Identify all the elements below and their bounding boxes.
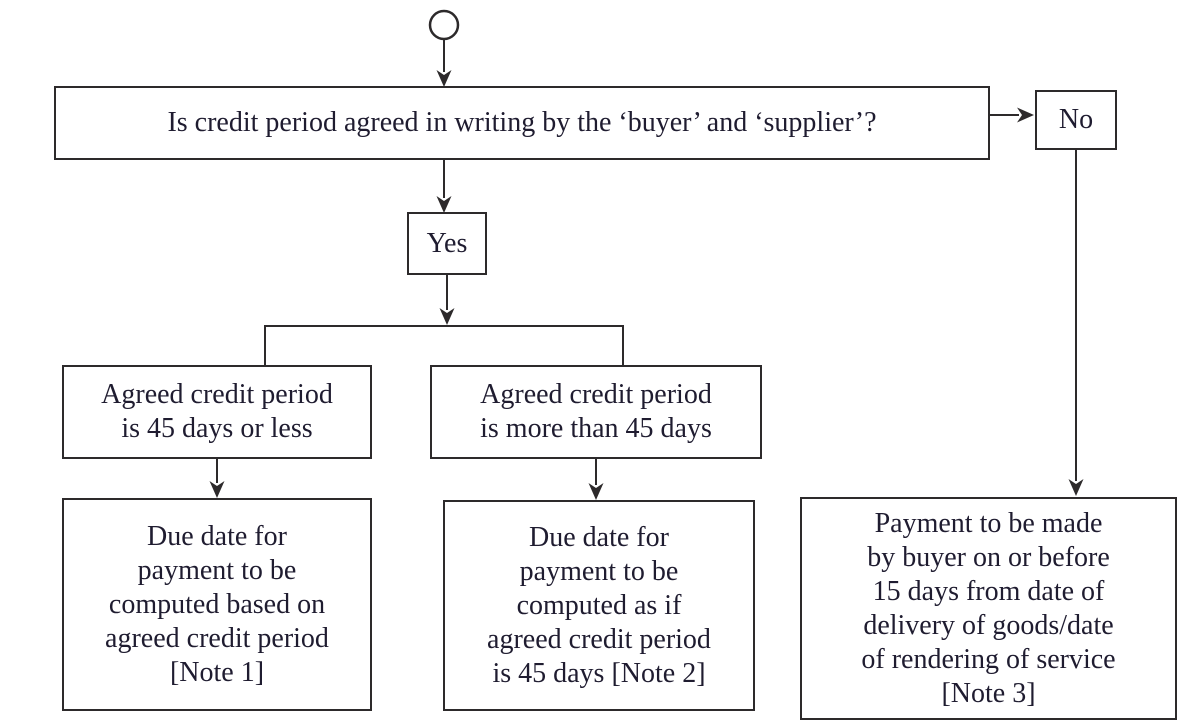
note3-box: Payment to be made by buyer on or before… — [800, 497, 1177, 720]
arrowhead-down-icon — [436, 196, 452, 213]
connector-yes-to-branch — [439, 275, 455, 325]
branch-bar-line — [264, 325, 624, 365]
start-terminator-icon — [428, 9, 460, 41]
yes-box: Yes — [407, 212, 487, 275]
connector-question-to-no — [990, 107, 1034, 123]
arrowhead-down-icon — [209, 481, 225, 498]
connector-no-to-note3 — [1068, 150, 1084, 496]
note2-box: Due date for payment to be computed as i… — [443, 500, 755, 711]
arrowhead-down-icon — [588, 483, 604, 500]
arrowhead-down-icon — [436, 70, 452, 87]
branch-left-box: Agreed credit period is 45 days or less — [62, 365, 372, 459]
branch-right-box: Agreed credit period is more than 45 day… — [430, 365, 762, 459]
connector-right-branch-to-note2 — [588, 459, 604, 500]
connector-left-branch-to-note1 — [209, 459, 225, 498]
no-box: No — [1035, 90, 1117, 150]
arrowhead-down-icon — [1068, 479, 1084, 496]
connector-start-to-question — [436, 39, 452, 87]
arrowhead-right-icon — [1017, 107, 1034, 123]
connector-question-to-yes — [436, 160, 452, 213]
note1-box: Due date for payment to be computed base… — [62, 498, 372, 711]
question-box: Is credit period agreed in writing by th… — [54, 86, 990, 160]
arrowhead-down-icon — [439, 308, 455, 325]
